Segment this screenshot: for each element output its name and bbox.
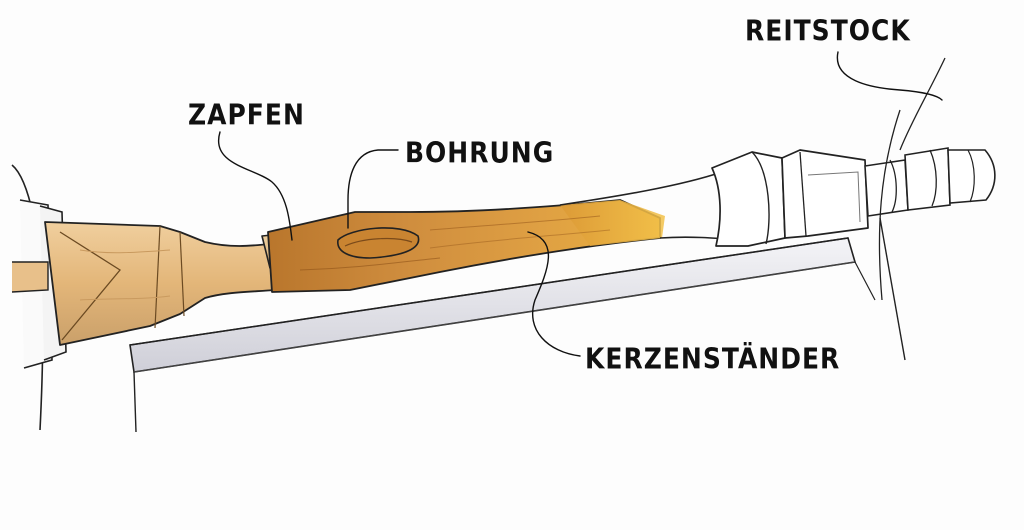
chuck-body [44, 221, 276, 346]
leader-kerzenstaender [527, 231, 581, 357]
candle-holder [267, 199, 665, 293]
label-kerzenstaender: KERZENSTÄNDER [585, 342, 841, 376]
tailstock [711, 57, 996, 361]
leader-reitstock [836, 51, 943, 101]
label-bohrung: BOHRUNG [405, 136, 555, 170]
leader-bohrung [347, 149, 399, 229]
leader-zapfen [217, 131, 293, 241]
label-reitstock: REITSTOCK [745, 14, 911, 48]
label-zapfen: ZAPFEN [188, 98, 305, 132]
leader-lines [217, 51, 943, 357]
lathe-bed [129, 237, 876, 433]
